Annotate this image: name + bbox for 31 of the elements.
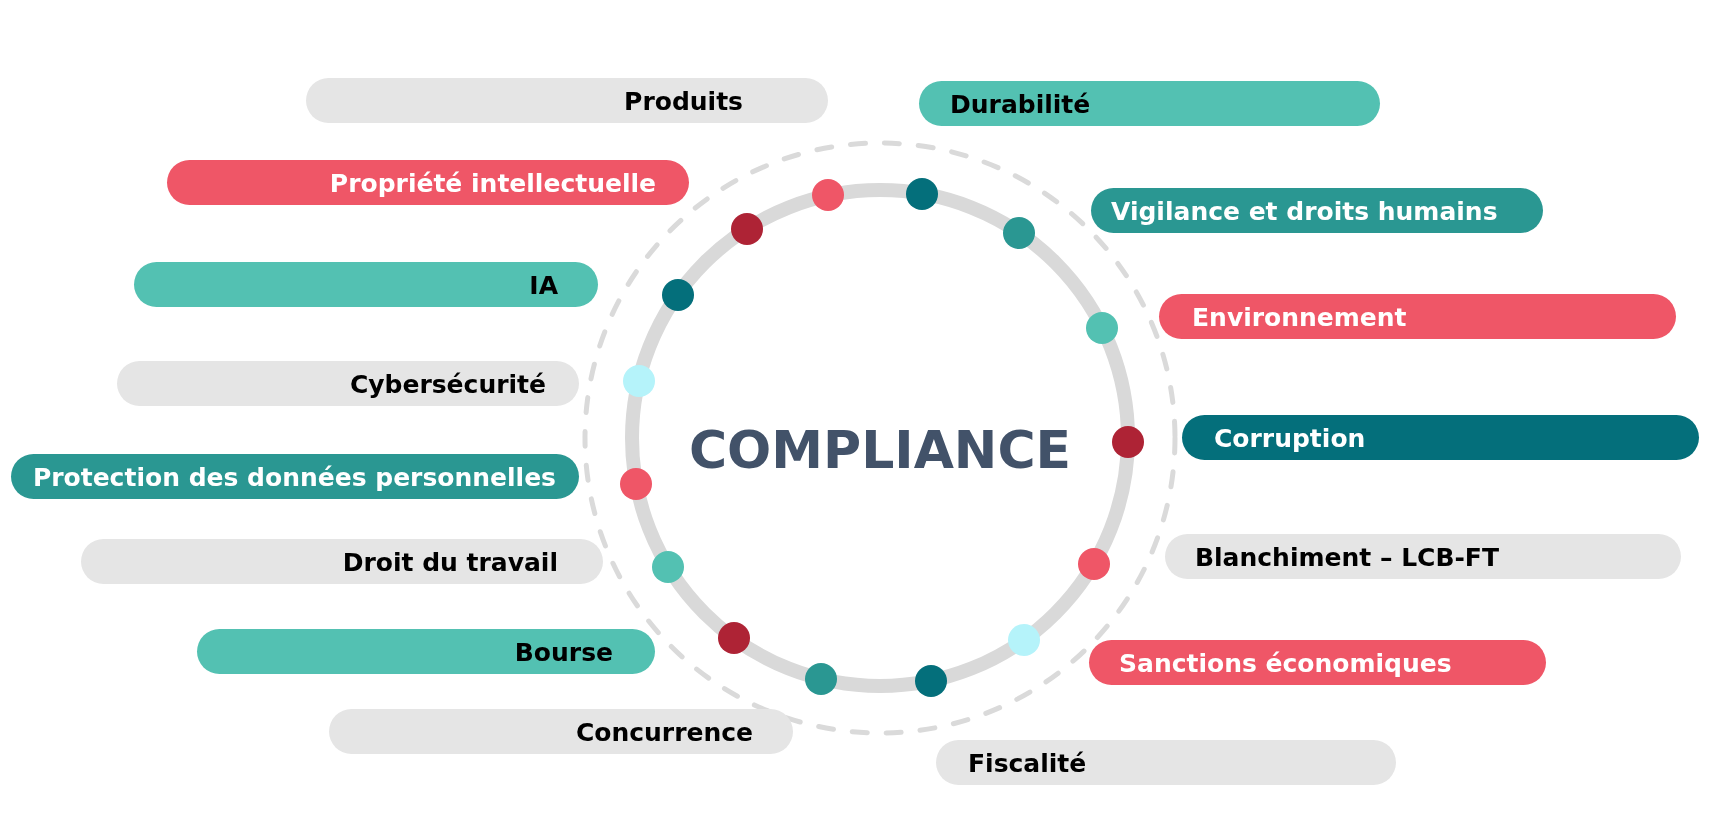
topic-bar	[117, 361, 579, 406]
topic-bar	[11, 454, 579, 499]
topic-bar	[1159, 294, 1676, 339]
topic-label: Concurrence	[575, 719, 753, 747]
topic-label: Protection des données personnelles	[32, 464, 556, 492]
topic-label: Environnement	[1192, 304, 1407, 332]
topic-bar	[1182, 415, 1699, 460]
topic-bar	[936, 740, 1396, 785]
topic-bar	[1091, 188, 1543, 233]
topic-label: Sanctions économiques	[1119, 650, 1452, 678]
topic-label: Blanchiment – LCB-FT	[1195, 544, 1499, 572]
topic-bar	[1165, 534, 1681, 579]
topic-bar	[81, 539, 603, 584]
topic-label: Fiscalité	[968, 750, 1087, 778]
topic-label: IA	[529, 272, 558, 300]
topic-label: Durabilité	[950, 91, 1091, 119]
topic-bar	[1089, 640, 1546, 685]
topic-label: Cybersécurité	[349, 371, 546, 399]
topic-bar	[134, 262, 598, 307]
topic-bar	[167, 160, 689, 205]
topic-bar	[919, 81, 1380, 126]
topic-bar	[306, 78, 828, 123]
topic-label: Propriété intellectuelle	[329, 170, 656, 198]
hub-title: COMPLIANCE	[688, 424, 1072, 476]
topic-label: Produits	[624, 88, 743, 116]
topic-bar	[197, 629, 655, 674]
topic-label: Vigilance et droits humains	[1111, 198, 1498, 226]
topic-bar	[329, 709, 793, 754]
topic-label: Bourse	[514, 639, 613, 667]
topic-label: Corruption	[1214, 425, 1366, 453]
topic-label: Droit du travail	[342, 549, 558, 577]
